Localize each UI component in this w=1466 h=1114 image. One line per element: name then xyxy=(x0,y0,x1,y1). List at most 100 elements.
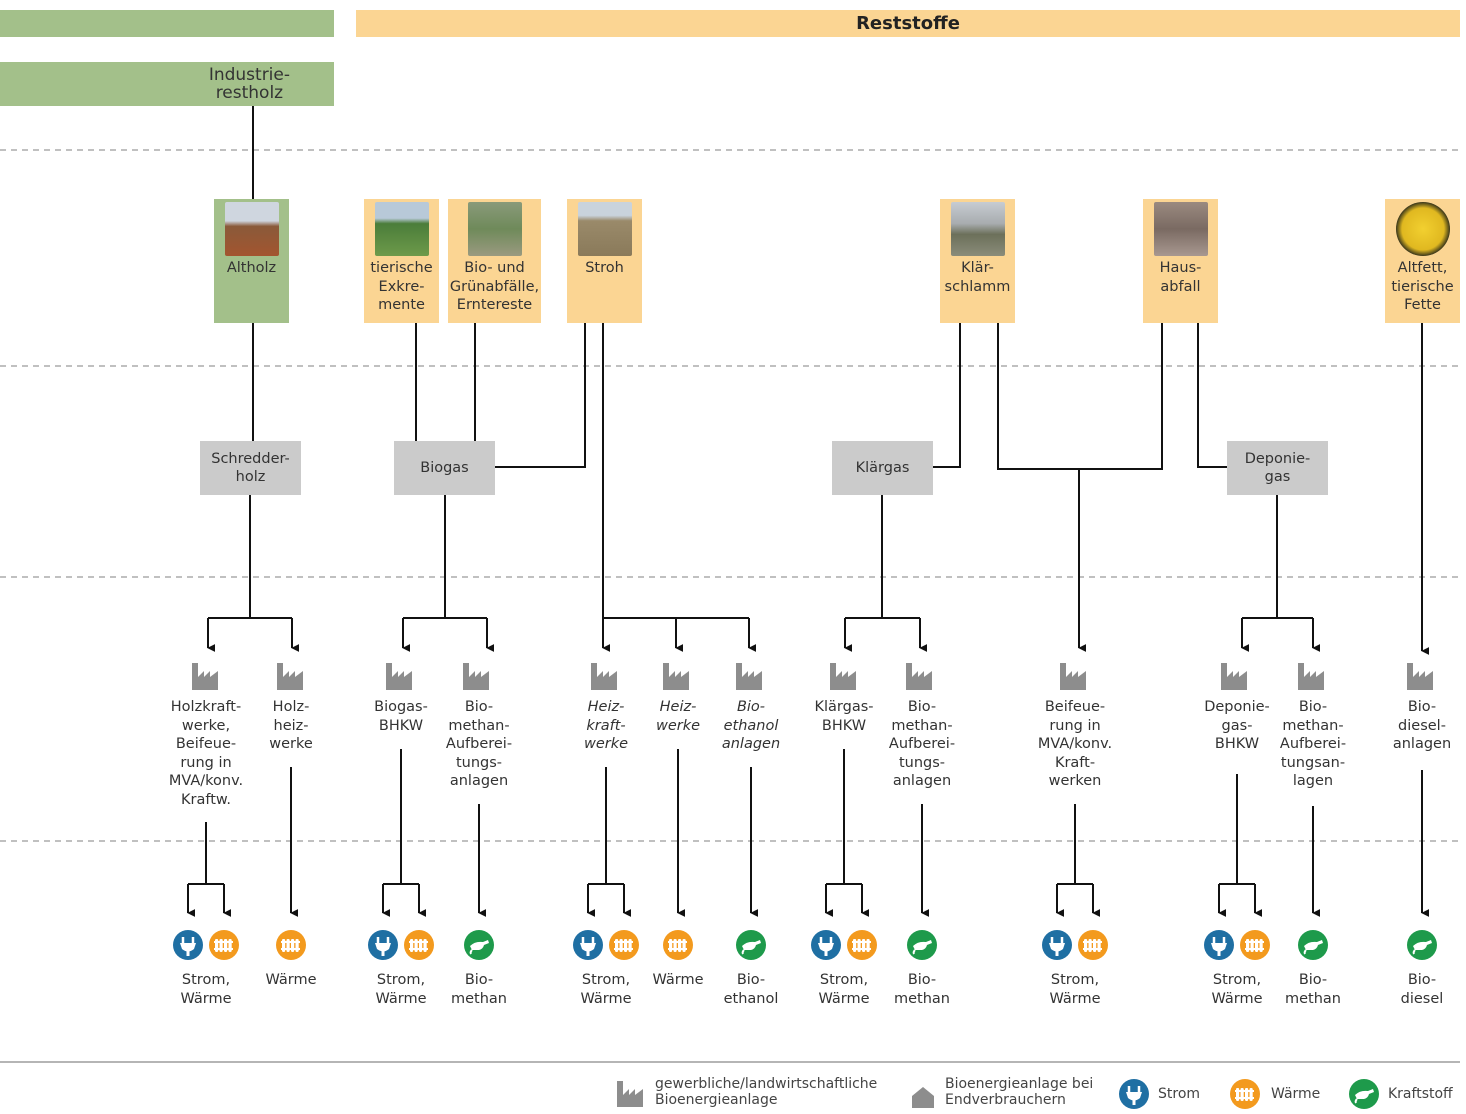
strom-icon xyxy=(1041,929,1073,965)
source-label: Stroh xyxy=(585,260,624,276)
factory-icon xyxy=(1298,663,1324,690)
factory-icon xyxy=(386,663,412,690)
source-label: Bio- und Grünabfälle, Ernterestе xyxy=(449,260,540,313)
plant-label: Heiz- kraft- werke xyxy=(583,699,629,752)
waerme-icon xyxy=(1077,929,1109,965)
altfett-photo xyxy=(1395,202,1450,256)
hausabfall-photo xyxy=(1153,202,1208,256)
waerme-icon xyxy=(846,929,878,965)
output-label: Strom, Wärme xyxy=(818,972,870,1007)
legend-factory-icon xyxy=(617,1081,643,1107)
source-hausabfall: Haus- abfall xyxy=(1143,199,1218,323)
legend: gewerbliche/landwirtschaftliche Bioenerg… xyxy=(615,1074,1465,1109)
dashed-separators xyxy=(0,149,1460,842)
legend-strom-label: Strom xyxy=(1158,1086,1201,1102)
intermediate-schredderholz: Schredder- holz xyxy=(200,441,301,495)
source-label: Altfett, tierische Fette xyxy=(1391,260,1454,313)
waerme-icon xyxy=(662,929,694,965)
factory-icon xyxy=(663,663,689,690)
source-bio-gruenabfaelle: Bio- und Grünabfälle, Ernterestе xyxy=(448,199,541,323)
exkremente-photo xyxy=(374,202,429,256)
source-label: tierische Exkre- mente xyxy=(370,260,433,313)
output-label: Wärme xyxy=(265,972,317,988)
legend-waerme-icon xyxy=(1229,1078,1260,1109)
factory-icon xyxy=(463,663,489,690)
output-label: Wärme xyxy=(652,972,704,988)
legend-house-icon xyxy=(912,1087,934,1108)
kraftstoff-icon xyxy=(735,929,767,965)
source-label: Haus- abfall xyxy=(1159,260,1202,295)
strom-icon xyxy=(810,929,842,965)
factory-icon xyxy=(1407,663,1433,690)
legend-kraftstoff-label: Kraftstoff xyxy=(1388,1086,1453,1102)
factory-icon xyxy=(591,663,617,690)
klaerschlamm-photo xyxy=(950,202,1005,256)
output-label: Bio- methan xyxy=(1285,972,1341,1007)
strom-icon xyxy=(367,929,399,965)
output-label: Bio- diesel xyxy=(1400,972,1444,1007)
plant-label: Biogas- BHKW xyxy=(374,699,428,734)
legend-commercial-label: gewerbliche/landwirtschaftliche Bioenerg… xyxy=(655,1076,878,1108)
factory-icon xyxy=(736,663,762,690)
source-label: Altholz xyxy=(226,260,277,276)
plant-label: Deponie- gas- BHKW xyxy=(1204,699,1270,752)
factory-icon xyxy=(192,663,218,690)
plant-label: Beifeue- rung in MVA/konv. Kraft- werken xyxy=(1037,699,1113,789)
source-altfett: Altfett, tierische Fette xyxy=(1385,199,1460,323)
plant-label: Bio- methan- Aufberei- tungs- anlagen xyxy=(445,699,513,789)
output-label: Bio- methan xyxy=(894,972,950,1007)
source-klaerschlamm: Klär- schlamm xyxy=(940,199,1015,323)
plant-label: Bio- methan- Aufberei- tungsan- lagen xyxy=(1279,699,1347,789)
flow-lines xyxy=(187,106,1430,917)
source-stroh: Stroh xyxy=(567,199,642,323)
legend-strom-icon xyxy=(1118,1078,1149,1109)
waerme-icon xyxy=(1239,929,1271,965)
output-label: Strom, Wärme xyxy=(1049,972,1101,1007)
altholz-photo xyxy=(224,202,279,256)
waerme-icon xyxy=(403,929,435,965)
plant-label: Klärgas- BHKW xyxy=(814,699,874,734)
gruenabfall-photo xyxy=(467,202,522,256)
strom-icon xyxy=(572,929,604,965)
source-tierische-exkremente: tierische Exkre- mente xyxy=(364,199,439,323)
legend-enduser-label: Bioenergieanlage bei Endverbrauchern xyxy=(945,1076,1094,1108)
stroh-photo xyxy=(577,202,632,256)
header-title: Reststoffe xyxy=(356,10,1460,37)
intermediate-deponiegas: Deponie- gas xyxy=(1227,441,1328,495)
plant-label: Bio- methan- Aufberei- tungs- anlagen xyxy=(888,699,956,789)
plant-label: Bio- ethanol anlagen xyxy=(721,699,781,752)
intermediate-klaergas: Klärgas xyxy=(832,441,933,495)
output-label: Bio- methan xyxy=(451,972,507,1007)
source-altholz: Altholz xyxy=(214,199,289,323)
factory-icon xyxy=(277,663,303,690)
kraftstoff-icon xyxy=(463,929,495,965)
industry-restholz-box: Industrie- restholz xyxy=(0,62,334,106)
output-label: Strom, Wärme xyxy=(580,972,632,1007)
output-label: Strom, Wärme xyxy=(1211,972,1263,1007)
factory-icon xyxy=(1060,663,1086,690)
factory-icon xyxy=(830,663,856,690)
output-label: Strom, Wärme xyxy=(180,972,232,1007)
source-label: Klär- schlamm xyxy=(944,260,1011,295)
waerme-icon xyxy=(208,929,240,965)
waerme-icon xyxy=(608,929,640,965)
waerme-icon xyxy=(275,929,307,965)
plant-label: Holz- heiz- werke xyxy=(269,699,313,752)
plant-label: Heiz- werke xyxy=(655,699,701,734)
kraftstoff-icon xyxy=(1406,929,1438,965)
kraftstoff-icon xyxy=(1297,929,1329,965)
strom-icon xyxy=(172,929,204,965)
kraftstoff-icon xyxy=(906,929,938,965)
factory-icon xyxy=(1221,663,1247,690)
plant-label: Holzkraft- werke, Beifeue- rung in MVA/k… xyxy=(168,699,244,808)
legend-kraftstoff-icon xyxy=(1348,1078,1379,1109)
industry-restholz-label: Industrie- restholz xyxy=(208,65,290,103)
output-label: Strom, Wärme xyxy=(375,972,427,1007)
header-bar-green xyxy=(0,10,334,37)
legend-waerme-label: Wärme xyxy=(1271,1086,1321,1102)
output-label: Bio- ethanol xyxy=(723,972,779,1007)
plant-label: Bio- diesel- anlagen xyxy=(1392,699,1452,752)
factory-icon xyxy=(906,663,932,690)
intermediate-biogas: Biogas xyxy=(394,441,495,495)
